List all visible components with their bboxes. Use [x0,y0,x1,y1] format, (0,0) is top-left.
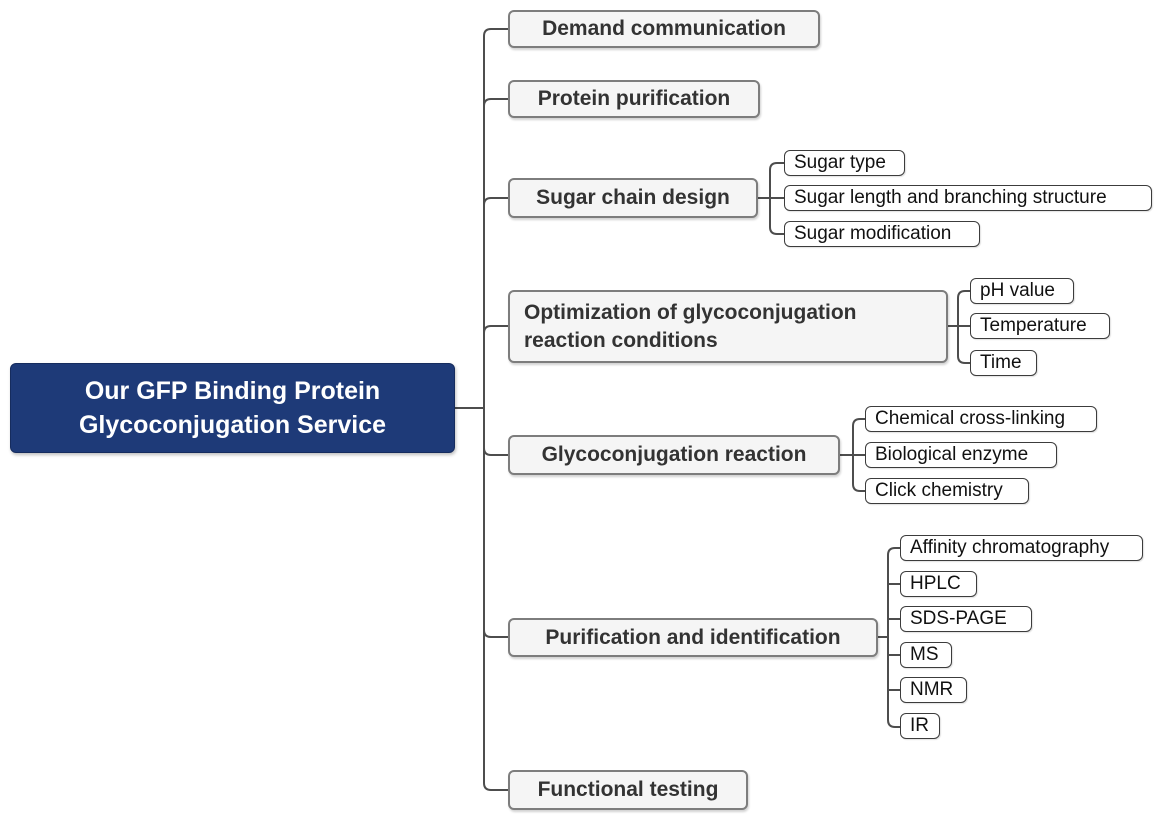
leaf-ir: IR [900,713,940,739]
leaf-sugar-length-branching: Sugar length and branching structure [784,185,1152,211]
branch-functional-testing: Functional testing [508,770,748,810]
connector-opt-child-0 [957,290,970,299]
connector-branch-optimization [483,325,508,334]
connector-branch-functional [483,782,508,791]
connector-sugar-child-0 [769,162,784,171]
branch-purification-and-identification: Purification and identification [508,618,878,657]
leaf-sugar-modification: Sugar modification [784,221,980,247]
connector-glyco-child-0 [852,418,865,427]
connector-opt-child-2 [957,355,970,364]
leaf-time: Time [970,350,1037,376]
branch-demand-communication: Demand communication [508,10,820,48]
connector-purif-child-5 [887,719,900,728]
connector-purif-child-0 [887,547,900,556]
connector-sugar-child-2 [769,226,784,235]
leaf-hplc: HPLC [900,571,977,597]
leaf-click-chemistry: Click chemistry [865,478,1029,504]
root-node-service-title: Our GFP Binding Protein Glycoconjugation… [10,363,455,453]
connector-branch-demand [483,28,508,37]
leaf-sugar-type: Sugar type [784,150,905,176]
connector-branch-sugar [483,197,508,206]
leaf-nmr: NMR [900,677,967,703]
leaf-temperature: Temperature [970,313,1110,339]
connector-glyco-child-2 [852,483,865,492]
leaf-chemical-cross-linking: Chemical cross-linking [865,406,1097,432]
branch-glycoconjugation-reaction: Glycoconjugation reaction [508,435,840,475]
connector-branch-glyco [483,447,508,456]
leaf-affinity-chromatography: Affinity chromatography [900,535,1143,561]
branch-sugar-chain-design: Sugar chain design [508,178,758,218]
branch-protein-purification: Protein purification [508,80,760,118]
branch-optimization-reaction-conditions: Optimization of glycoconjugation reactio… [508,290,948,363]
leaf-sds-page: SDS-PAGE [900,606,1032,632]
leaf-ms: MS [900,642,952,668]
connector-branch-purification [483,629,508,638]
leaf-biological-enzyme: Biological enzyme [865,442,1057,468]
connector-branch-protein [483,98,508,107]
leaf-ph-value: pH value [970,278,1074,304]
